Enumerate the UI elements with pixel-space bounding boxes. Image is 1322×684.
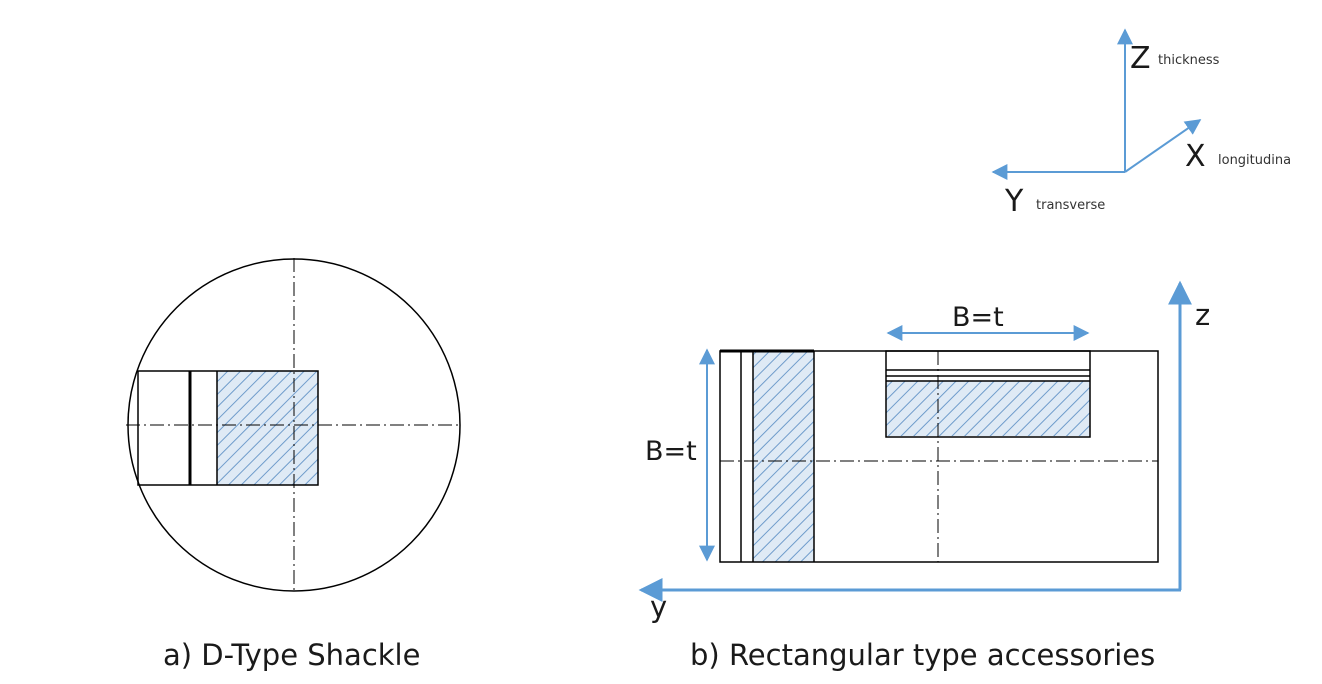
panel-a-caption: a) D-Type Shackle	[163, 638, 420, 672]
hatched-section	[217, 371, 318, 485]
panel-b-caption: b) Rectangular type accessories	[690, 638, 1155, 672]
d-type-shackle-figure	[126, 258, 462, 592]
y-axis-label-b: y	[650, 590, 667, 624]
z-axis-label-b: z	[1195, 298, 1210, 332]
z-axis-letter: Z	[1130, 41, 1151, 76]
top-dimension-label: B=t	[952, 302, 1004, 333]
inner-block-outline	[885, 350, 1091, 438]
x-axis-arrow	[1124, 119, 1202, 173]
hatched-vertical-section	[753, 351, 814, 562]
z-axis-word: thickness	[1158, 53, 1220, 68]
rectangular-accessory-figure	[638, 280, 1192, 602]
axes-triad: Z thickness X longitudina Y transverse	[991, 28, 1291, 219]
x-axis-word: longitudina	[1218, 153, 1291, 168]
hatched-horizontal-section	[886, 381, 1090, 436]
y-axis-word: transverse	[1036, 198, 1105, 213]
x-axis-letter: X	[1185, 139, 1206, 174]
section-outline	[137, 370, 319, 486]
left-dimension-label: B=t	[645, 436, 697, 467]
y-axis-letter: Y	[1004, 184, 1024, 219]
